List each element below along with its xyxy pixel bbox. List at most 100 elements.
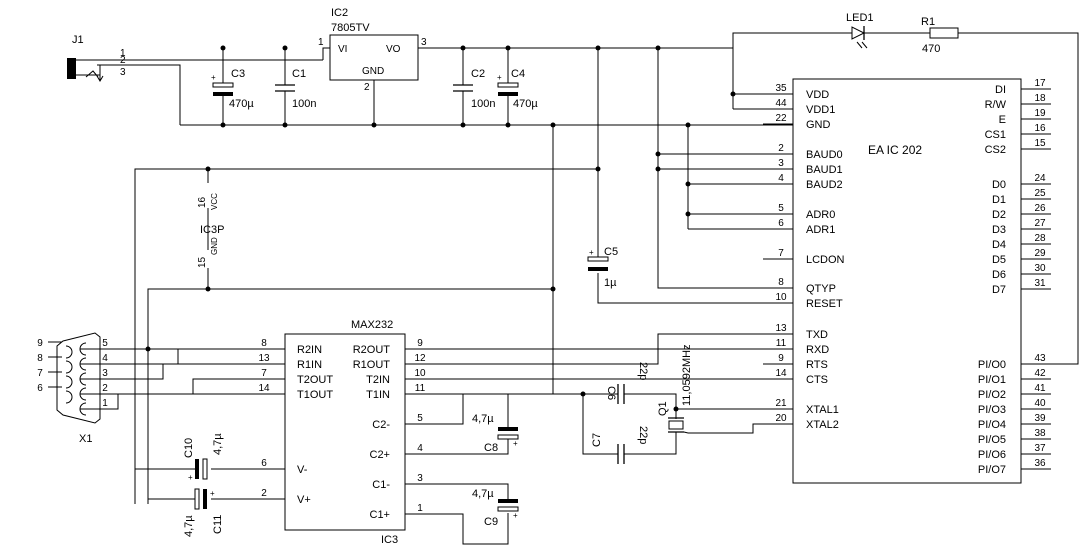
max232-pin-name: T2IN	[366, 374, 390, 386]
max232-pin-name: T1OUT	[297, 389, 333, 401]
eaic-title: EA IC 202	[868, 143, 922, 157]
eaic-pin-name: ADR1	[806, 224, 835, 236]
eaic-pin-number: 22	[775, 113, 787, 124]
x1-contact	[79, 357, 87, 371]
capacitor-c10: + C10 4,7µ	[135, 433, 272, 482]
max232-pin-number: 5	[417, 413, 423, 424]
eaic-pin-name: RESET	[806, 298, 843, 310]
eaic-pin-name: D3	[992, 224, 1006, 236]
c4-ref: C4	[511, 68, 525, 80]
max232-right-pins: 9R2OUT12R1OUT10T2IN11T1IN5C2-4C2+3C1-1C1…	[353, 338, 435, 521]
ic2-gnd: GND	[362, 66, 384, 77]
svg-text:+: +	[513, 439, 518, 448]
max232-pin-name: C2+	[370, 449, 391, 461]
capacitor-c7: C7 22p	[591, 426, 649, 464]
x1-pin-number: 5	[102, 338, 108, 349]
capacitor-c9: + 4,7µ C9	[418, 483, 519, 545]
eaic-pin-number: 28	[1034, 233, 1046, 244]
eaic-pin-name: PI/O0	[978, 359, 1006, 371]
eaic-pin-number: 11	[776, 338, 787, 349]
eaic-pin-name: D4	[992, 239, 1006, 251]
eaic-pin-number: 42	[1034, 368, 1046, 379]
x1-pin-number: 4	[102, 353, 108, 364]
junction-dots	[145, 45, 736, 412]
eaic-pin-name: CTS	[806, 374, 828, 386]
x1-pin-number: 1	[102, 398, 108, 409]
max232-part: MAX232	[351, 319, 393, 331]
capacitor-c6: C6 22p	[605, 362, 649, 404]
ic3p-vcc: VCC	[210, 193, 219, 210]
capacitor-c11: + 4,7µ C11	[148, 488, 272, 537]
led1-ref: LED1	[846, 12, 874, 24]
x1-contact	[65, 390, 73, 404]
ic3p-power: 16 VCC IC3P 15 GND	[197, 193, 224, 268]
eaic-pin-name: D2	[992, 209, 1006, 221]
x1-pin-number: 8	[37, 353, 43, 364]
eaic-pin-number: 20	[775, 413, 787, 424]
x1-contact	[79, 387, 87, 401]
ic2-pin3: 3	[421, 37, 427, 48]
eaic-pin-number: 29	[1034, 248, 1046, 259]
max232-pin-name: T1IN	[366, 389, 390, 401]
capacitor-c4: + C4 470µ	[497, 48, 538, 125]
eaic-pin-number: 27	[1034, 218, 1046, 229]
eaic-pin-name: CS2	[985, 144, 1006, 156]
eaic-pin-name: D7	[992, 284, 1006, 296]
ic3p-ref: IC3P	[200, 224, 224, 236]
max232-pin-number: 14	[258, 383, 270, 394]
q1-ref: Q1	[657, 401, 669, 416]
eaic-pin-name: PI/O5	[978, 434, 1006, 446]
eaic-pin-number: 7	[778, 248, 784, 259]
max232-pin-number: 7	[261, 368, 267, 379]
eaic-pin-number: 2	[778, 143, 784, 154]
ic3p-gnd: GND	[210, 237, 219, 255]
eaic-pin-name: E	[999, 114, 1006, 126]
ic3p-vcc-pin: 16	[197, 196, 208, 208]
max232-pin-name: C1-	[372, 479, 390, 491]
eaic-pin-name: RTS	[806, 359, 828, 371]
ic2-regulator: IC2 7805TV VI VO GND 1 2 3	[318, 7, 433, 125]
c6-ref: C6	[605, 386, 617, 400]
eaic-pin-number: 24	[1034, 173, 1046, 184]
q1-value: 11,0592MHz	[681, 344, 693, 406]
r1-value: 470	[922, 43, 940, 55]
eaic-pin-name: TXD	[806, 329, 828, 341]
svg-text:+: +	[589, 248, 594, 257]
max232-pin-number: 11	[415, 383, 426, 394]
svg-text:+: +	[497, 73, 502, 82]
ic2-pin1: 1	[318, 37, 324, 48]
svg-text:+: +	[211, 73, 216, 82]
crystal-q1: Q1 11,0592MHz	[657, 344, 693, 443]
c2-value: 100n	[471, 98, 495, 110]
eaic-pin-number: 21	[775, 398, 787, 409]
eaic-pin-number: 25	[1034, 188, 1046, 199]
max232-pin-number: 13	[258, 353, 270, 364]
db9-wiring	[98, 348, 272, 410]
ic2-part: 7805TV	[331, 22, 370, 34]
eaic-pin-name: PI/O7	[978, 464, 1006, 476]
max232-pin-number: 2	[261, 488, 267, 499]
max232-ic: MAX232 IC3 8R2IN13R1IN7T2OUT14T1OUT6V-2V…	[255, 319, 435, 546]
eaic-pin-name: XTAL2	[806, 419, 839, 431]
eaic-pin-number: 16	[1034, 123, 1046, 134]
c7-ref: C7	[591, 433, 603, 447]
eaic-pin-name: GND	[806, 119, 831, 131]
max232-pin-name: C1+	[370, 509, 391, 521]
j1-pin3: 3	[120, 67, 126, 78]
x1-contact	[79, 342, 87, 356]
eaic-pin-number: 43	[1034, 353, 1046, 364]
max232-pin-number: 3	[417, 473, 423, 484]
c11-ref: C11	[212, 515, 224, 534]
eaic-pin-number: 15	[1034, 138, 1046, 149]
svg-text:+: +	[188, 473, 193, 482]
eaic-pin-name: PI/O4	[978, 419, 1006, 431]
eaic-right-pins: 17DI18R/W19E16CS115CS224D025D126D227D328…	[978, 78, 1051, 476]
eaic-pin-name: PI/O6	[978, 449, 1006, 461]
ic2-ref: IC2	[331, 7, 348, 19]
c10-value: 4,7µ	[212, 433, 224, 455]
led-r1-branch: LED1 R1 470	[732, 12, 1079, 365]
eaic-left-pins: 35VDD44VDD122GND2BAUD03BAUD14BAUD25ADR06…	[763, 83, 845, 431]
eaic-pin-name: BAUD2	[806, 179, 843, 191]
